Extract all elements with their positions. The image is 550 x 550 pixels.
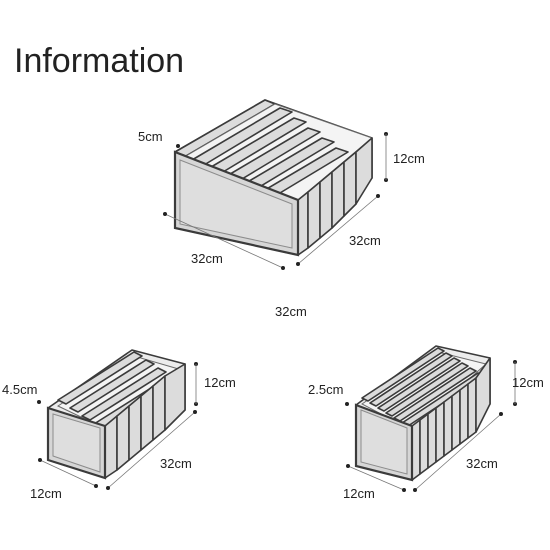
medium-compartment-width-label: 4.5cm	[2, 382, 38, 397]
small-depth-label: 32cm	[466, 456, 498, 471]
medium-height-label: 12cm	[204, 375, 236, 390]
small-dimension-markers	[345, 360, 517, 492]
large-compartment-width-label: 5cm	[138, 129, 163, 144]
large-height-label: 12cm	[393, 151, 425, 166]
small-height-label: 12cm	[512, 375, 544, 390]
small-compartment-width-label: 2.5cm	[308, 382, 344, 397]
medium-width-label: 12cm	[30, 486, 62, 501]
large-total-width-label: 32cm	[275, 304, 307, 319]
small-width-label: 12cm	[343, 486, 375, 501]
page-title: Information	[14, 42, 185, 80]
large-dimension-markers	[163, 132, 388, 270]
large-organizer-illustration	[173, 99, 373, 257]
medium-dimension-markers	[37, 362, 198, 490]
small-organizer-illustration	[354, 345, 491, 482]
medium-organizer-illustration	[46, 349, 186, 480]
medium-depth-label: 32cm	[160, 456, 192, 471]
large-width-label: 32cm	[349, 233, 381, 248]
large-depth-label: 32cm	[191, 251, 223, 266]
